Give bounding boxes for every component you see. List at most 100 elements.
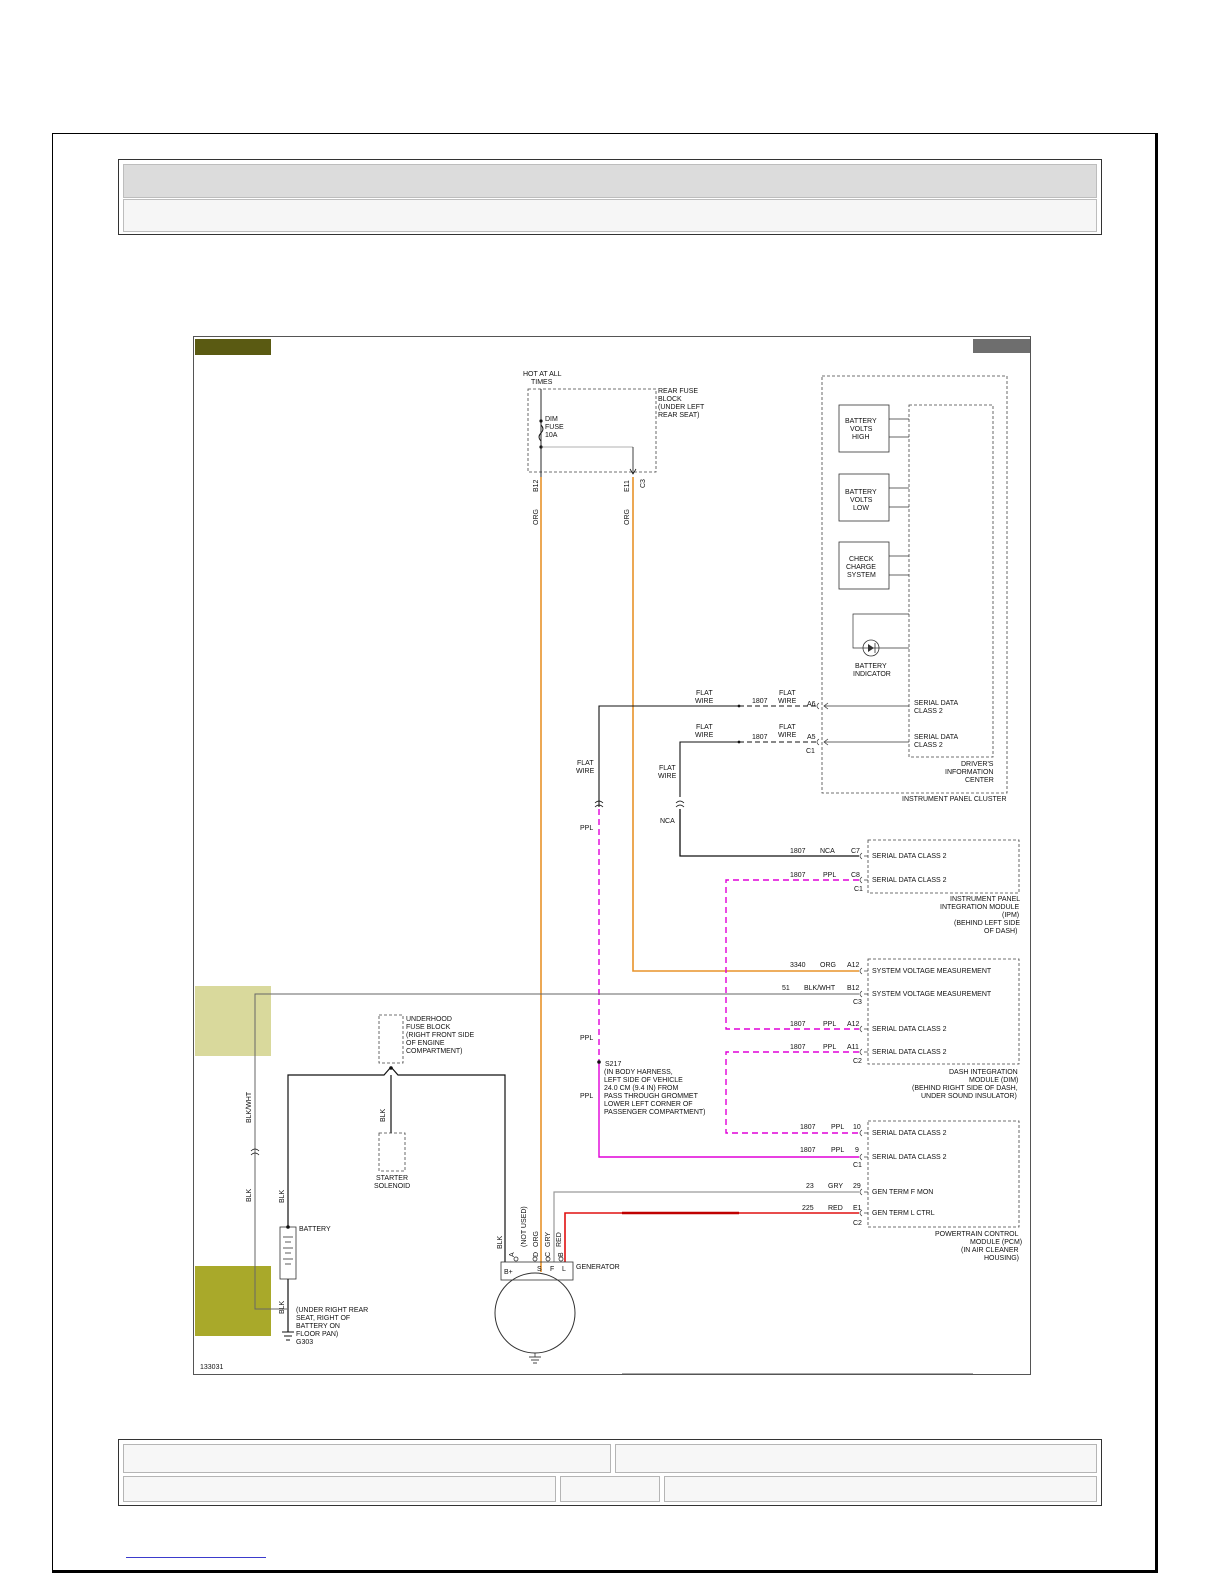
ipm-name-2: INTEGRATION MODULE <box>940 904 1020 911</box>
dim-pin-b12: B12 <box>847 985 860 992</box>
flat-wire-1a: FLAT <box>696 690 713 697</box>
starter-wire-blk: BLK <box>380 1108 387 1122</box>
pcm-pin-e1: E1 <box>853 1205 862 1212</box>
rear-fuse-line-4: REAR SEAT) <box>658 412 700 419</box>
generator: GENERATOR (NOT USED) A D C B B+ S F L BL… <box>494 1206 620 1364</box>
pcm-conn-c1: C1 <box>853 1162 862 1169</box>
pcm-circuit-225: 225 <box>802 1205 814 1212</box>
ground-2: SEAT, RIGHT OF <box>296 1315 350 1322</box>
rear-fuse-block: HOT AT ALL TIMES DIM FUSE 10A REAR FUSE … <box>523 371 705 492</box>
pcm-gen-f: GEN TERM F MON <box>872 1189 933 1196</box>
ipm-name-4: (BEHIND LEFT SIDE <box>954 920 1020 927</box>
footer-cell-2 <box>615 1444 1097 1473</box>
dic-2: INFORMATION <box>945 769 993 776</box>
wiring-schematic: HOT AT ALL TIMES DIM FUSE 10A REAR FUSE … <box>195 339 1030 1374</box>
splice-4: 24.0 CM (9.4 IN) FROM <box>604 1085 678 1092</box>
wire-blk-vert: BLK <box>246 1188 253 1202</box>
ground-5: G303 <box>296 1339 313 1346</box>
gen-term-f: F <box>550 1266 554 1273</box>
ipm-conn-c1: C1 <box>854 886 863 893</box>
dim-circuit-51: 51 <box>782 985 790 992</box>
flat-wire-2a: FLAT <box>779 690 796 697</box>
splice-6: LOWER LEFT CORNER OF <box>604 1101 693 1108</box>
footer-table <box>118 1439 1102 1506</box>
pcm-name-4: HOUSING) <box>984 1255 1019 1262</box>
ipm-name-3: (IPM) <box>1002 912 1019 919</box>
dim-wire-ppl-b: PPL <box>823 1044 836 1051</box>
ipm-line-1: SERIAL DATA CLASS 2 <box>872 853 947 860</box>
gen-wire-red: RED <box>556 1232 563 1247</box>
serial-a6-2: CLASS 2 <box>914 708 943 715</box>
pcm-name-1: POWERTRAIN CONTROL <box>935 1231 1019 1238</box>
hot-line-1: HOT AT ALL <box>523 371 562 378</box>
wire-ppl-1: PPL <box>580 825 593 832</box>
ipm-circuit-2: 1807 <box>790 872 806 879</box>
pin-e11: E11 <box>624 480 631 492</box>
ground-4: FLOOR PAN) <box>296 1331 338 1338</box>
fuse-label-3: 10A <box>545 432 558 439</box>
gen-pin-c: C <box>545 1252 552 1257</box>
dim-sd-1: SERIAL DATA CLASS 2 <box>872 1026 947 1033</box>
pcm-name-2: MODULE (PCM) <box>970 1239 1022 1246</box>
pcm-wire-ppl-b: PPL <box>831 1147 844 1154</box>
gen-wire-gry: GRY <box>545 1232 552 1247</box>
header-row-1 <box>123 164 1097 198</box>
ipm-wire-nca: NCA <box>820 848 835 855</box>
underhood-1: UNDERHOOD <box>406 1016 452 1023</box>
cluster-serial-wires: FLAT WIRE FLAT WIRE 1807 FLAT WIRE FLAT … <box>576 690 909 807</box>
flat-wire-5b: WIRE <box>576 768 595 775</box>
dim-name-1: DASH INTEGRATION <box>949 1069 1018 1076</box>
underhood-4: OF ENGINE <box>406 1040 445 1047</box>
footer-cell-5 <box>664 1476 1097 1502</box>
ground-1: (UNDER RIGHT REAR <box>296 1307 368 1314</box>
dic-3: CENTER <box>965 777 994 784</box>
footer-cell-1 <box>123 1444 611 1473</box>
check-charge-1: CHECK <box>849 556 874 563</box>
flat-wire-4a: FLAT <box>779 724 796 731</box>
ground-wire-blk: BLK <box>279 1300 286 1314</box>
dim-pin-a12: A12 <box>847 962 860 969</box>
pin-a5: A5 <box>807 734 816 741</box>
rear-fuse-line-1: REAR FUSE <box>658 388 698 395</box>
dim-sd-2: SERIAL DATA CLASS 2 <box>872 1049 947 1056</box>
starter-1: STARTER <box>376 1175 408 1182</box>
dim-conn-c2: C2 <box>853 1058 862 1065</box>
serial-a5-2: CLASS 2 <box>914 742 943 749</box>
dim-wire-ppl-a: PPL <box>823 1021 836 1028</box>
generator-not-used: (NOT USED) <box>521 1206 528 1247</box>
footer-cell-4 <box>560 1476 660 1502</box>
power-distribution: UNDERHOOD FUSE BLOCK (RIGHT FRONT SIDE O… <box>246 993 506 1346</box>
dim-name-2: MODULE (DIM) <box>969 1077 1018 1084</box>
pcm-gen-l: GEN TERM L CTRL <box>872 1210 935 1217</box>
battery-label: BATTERY <box>299 1226 331 1233</box>
flat-wire-2b: WIRE <box>778 698 797 705</box>
gen-wire-blk: BLK <box>497 1235 504 1249</box>
flat-wire-5a: FLAT <box>577 760 594 767</box>
ipm-circuit-1: 1807 <box>790 848 806 855</box>
bottom-link-underline[interactable] <box>126 1557 266 1558</box>
ipm-wire-ppl: PPL <box>823 872 836 879</box>
dim-svm-2: SYSTEM VOLTAGE MEASUREMENT <box>872 991 992 998</box>
gen-pin-a: A <box>509 1252 516 1257</box>
pcm-wire-gry: GRY <box>828 1183 843 1190</box>
ground-3: BATTERY ON <box>296 1323 340 1330</box>
pcm-wire-red: RED <box>828 1205 843 1212</box>
header-row-2 <box>123 199 1097 232</box>
splice-s217: S217 (IN BODY HARNESS, LEFT SIDE OF VEHI… <box>604 1061 706 1116</box>
gen-term-bplus: B+ <box>504 1269 513 1276</box>
splice-7: PASSENGER COMPARTMENT) <box>604 1109 706 1116</box>
splice-5: PASS THROUGH GROMMET <box>604 1093 699 1100</box>
wire-ppl-3: PPL <box>580 1093 593 1100</box>
corner-tab-left <box>195 339 271 355</box>
pcm-pin-9: 9 <box>855 1147 859 1154</box>
splice-3: LEFT SIDE OF VEHICLE <box>604 1077 683 1084</box>
dic-1: DRIVER'S <box>961 761 994 768</box>
batt-high-1: BATTERY <box>845 418 877 425</box>
serial-a5-1: SERIAL DATA <box>914 734 959 741</box>
gen-pin-d: D <box>533 1252 540 1257</box>
conn-c3-fuse: C3 <box>640 479 647 488</box>
wiring-diagram: HOT AT ALL TIMES DIM FUSE 10A REAR FUSE … <box>193 336 1031 1375</box>
circuit-1807-a6: 1807 <box>752 698 768 705</box>
batt-high-3: HIGH <box>852 434 870 441</box>
pin-b12-fuse: B12 <box>533 479 540 492</box>
